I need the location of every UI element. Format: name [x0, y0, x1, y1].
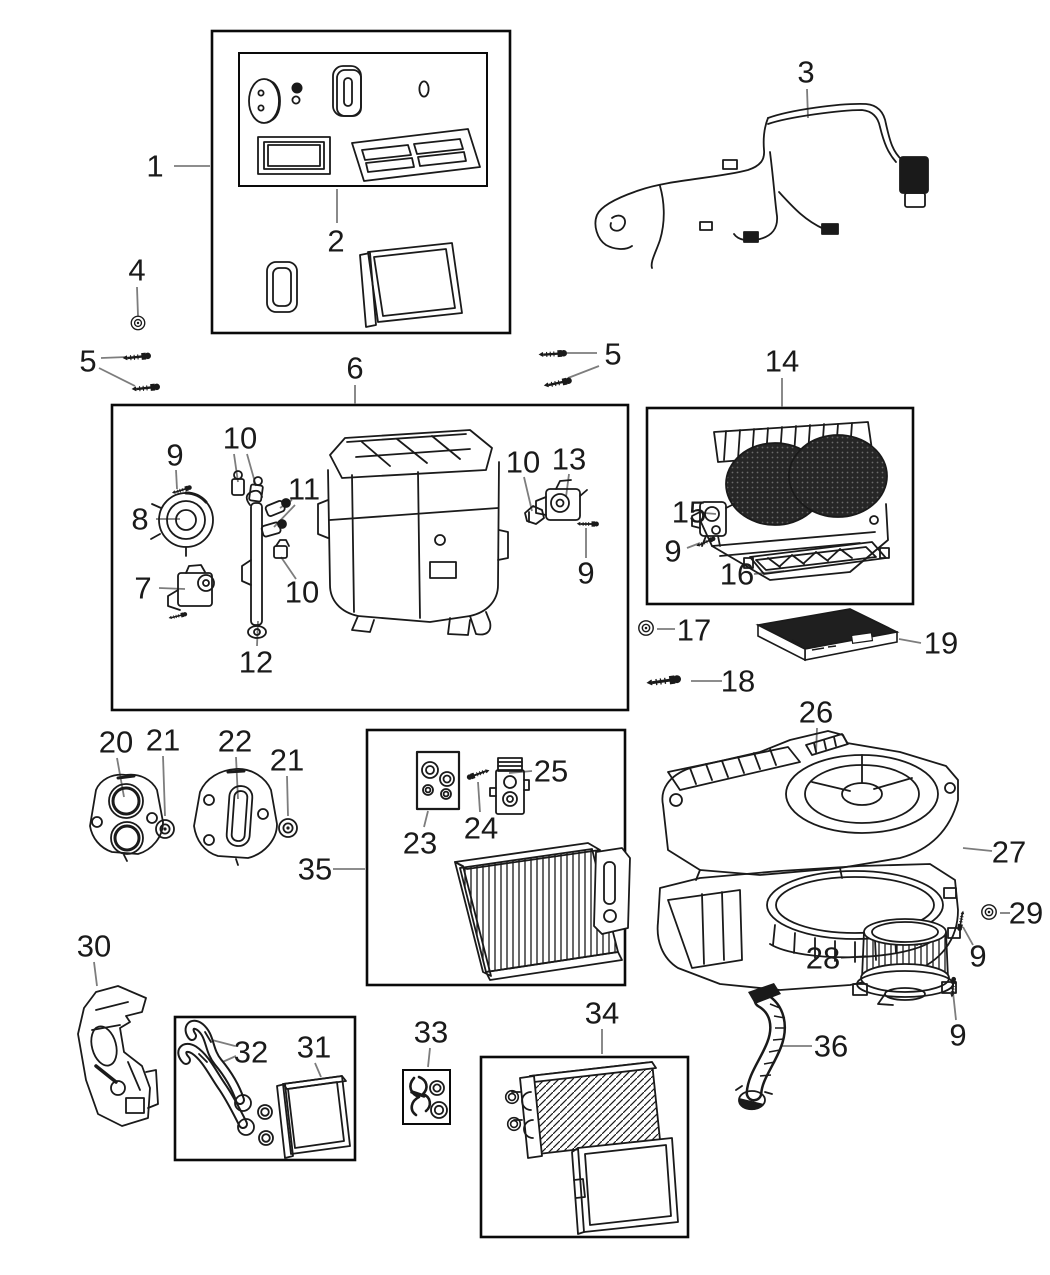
callout-1: 1	[146, 148, 164, 184]
clip-10c-drawing	[524, 505, 545, 525]
callout-33: 33	[413, 1014, 449, 1050]
group-boxes	[110, 29, 915, 1239]
callout-34: 34	[584, 995, 620, 1031]
callout-27: 27	[991, 834, 1027, 870]
box-33-clamp-kit	[402, 1069, 451, 1125]
wiring-harness-drawing	[594, 103, 929, 269]
callout-4: 4	[128, 252, 146, 288]
callout-6: 6	[346, 350, 364, 386]
small-actuators-10-drawing	[231, 470, 264, 503]
heater-core-kit-34-drawing	[511, 1061, 679, 1235]
callout-18: 18	[720, 663, 756, 699]
small-part-10b-drawing	[273, 539, 290, 559]
actuator-7-drawing	[167, 564, 215, 611]
callout-20: 20	[98, 724, 134, 760]
callout-19: 19	[923, 625, 959, 661]
callout-16: 16	[719, 556, 755, 592]
evaporator-core-drawing	[454, 842, 631, 981]
cabin-air-filter-drawing	[755, 608, 900, 662]
callout-29: 29	[1008, 895, 1044, 931]
cover-plate-22-drawing	[193, 768, 278, 866]
callout-2: 2	[327, 223, 345, 259]
o-ring-kit-23-drawing	[415, 750, 461, 811]
callout-5-left: 5	[79, 343, 97, 379]
seal-kit-contents-drawing	[248, 65, 481, 328]
callout-35: 35	[297, 851, 333, 887]
callout-26: 26	[798, 694, 834, 730]
callout-10-b: 10	[284, 574, 320, 610]
callout-31: 31	[296, 1029, 332, 1065]
grommet-21b-drawing	[278, 818, 298, 838]
box-14-inlet	[645, 406, 915, 606]
actuator-13-drawing	[535, 479, 588, 521]
box-31-heater-core	[173, 1015, 357, 1162]
heater-hoses-32-drawing	[177, 1019, 255, 1136]
o-ring-31a-drawing	[257, 1104, 273, 1120]
blower-motor-wheel-drawing	[852, 918, 957, 1006]
callout-24: 24	[463, 810, 499, 846]
callout-9-a: 9	[166, 437, 184, 473]
actuator-15-drawing	[691, 501, 735, 547]
screw-5d-drawing	[542, 375, 574, 391]
box-2-inner-kit	[238, 52, 488, 187]
screw-7-drawing	[167, 610, 189, 622]
screw-9b-drawing	[576, 520, 600, 528]
callout-28: 28	[805, 940, 841, 976]
callout-32: 32	[233, 1034, 269, 1070]
box-34-heater-kit	[479, 1055, 690, 1239]
drain-hose-36-drawing	[735, 983, 786, 1111]
callout-21-b: 21	[269, 742, 305, 778]
box-6-housing	[110, 403, 630, 712]
expansion-valve-25-drawing	[489, 757, 530, 815]
heater-core-31-drawing	[276, 1075, 351, 1159]
sensors-11-drawing	[260, 498, 291, 538]
callout-8: 8	[131, 501, 149, 537]
callout-12: 12	[238, 644, 274, 680]
callout-3: 3	[797, 54, 815, 90]
screw-18-drawing	[645, 673, 684, 689]
clamp-kit-33-drawing	[409, 1075, 448, 1119]
screw-24-drawing	[465, 766, 491, 782]
screw-5c-drawing	[538, 348, 569, 360]
grommet-4-drawing	[130, 315, 146, 331]
callout-10-a: 10	[222, 420, 258, 456]
round-actuator-8-drawing	[150, 491, 214, 557]
callout-7: 7	[134, 570, 152, 606]
callout-9-d: 9	[969, 938, 987, 974]
screw-5a-drawing	[122, 350, 153, 363]
callout-36: 36	[813, 1028, 849, 1064]
callout-13: 13	[551, 441, 587, 477]
leader-lines	[93, 88, 1010, 1078]
callout-30: 30	[76, 928, 112, 964]
callout-15: 15	[671, 494, 707, 530]
callout-17: 17	[676, 612, 712, 648]
callout-9-c: 9	[664, 533, 682, 569]
inlet-screen-16-drawing	[743, 541, 890, 575]
grommet-29-drawing	[981, 904, 997, 920]
callout-9-b: 9	[577, 555, 595, 591]
callout-14: 14	[764, 343, 800, 379]
grommet-21a-drawing	[155, 819, 175, 839]
grommet-17-drawing	[638, 620, 654, 636]
callout-25: 25	[533, 753, 569, 789]
callout-10-c: 10	[505, 444, 541, 480]
mounting-bracket-30-drawing	[77, 985, 159, 1127]
callout-21-a: 21	[145, 722, 181, 758]
cover-plate-20-drawing	[89, 773, 164, 862]
bracket-12-drawing	[241, 489, 267, 639]
upper-blower-housing-drawing	[661, 730, 959, 881]
hvac-housing-drawing	[317, 429, 509, 636]
screw-5b-drawing	[131, 381, 162, 394]
air-inlet-housing-drawing	[699, 421, 889, 581]
callout-22: 22	[217, 723, 253, 759]
callout-11: 11	[287, 471, 321, 507]
callout-9-e: 9	[949, 1017, 967, 1053]
callout-23: 23	[402, 825, 438, 861]
box-1-seal-kit	[210, 29, 512, 335]
o-ring-31b-drawing	[258, 1130, 274, 1146]
callout-5-right: 5	[604, 336, 622, 372]
